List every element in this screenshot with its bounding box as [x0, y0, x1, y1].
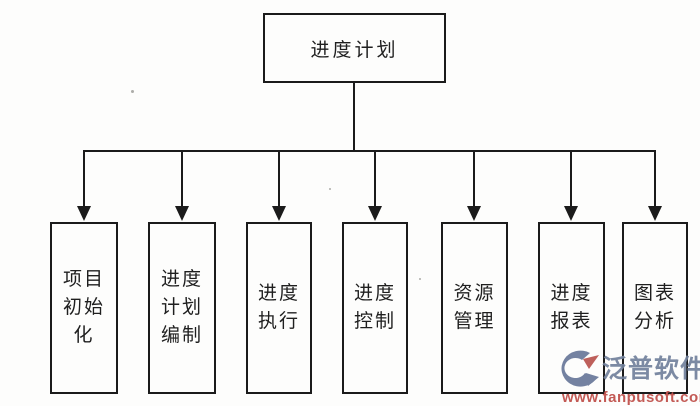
scan-speck: [419, 278, 421, 280]
node-schedule-execution: 进度 执行: [246, 222, 312, 394]
scan-speck: [131, 90, 134, 93]
node-schedule-plan: 进度计划: [263, 13, 446, 83]
node-label: 项目 初始 化: [62, 269, 105, 346]
node-label: 进度 执行: [257, 283, 300, 332]
node-label: 进度 报表: [550, 283, 593, 332]
node-schedule-report: 进度 报表: [538, 222, 605, 394]
node-chart-analysis: 图表 分析: [622, 222, 688, 394]
node-label: 进度计划: [310, 39, 399, 61]
node-plan-compilation: 进度 计划 编制: [148, 222, 216, 394]
arrowhead-icons: [77, 206, 662, 221]
node-label: 进度 计划 编制: [160, 269, 203, 346]
node-label: 进度 控制: [353, 283, 396, 332]
node-label: 资源 管理: [453, 283, 496, 332]
node-label: 图表 分析: [633, 283, 676, 332]
node-schedule-control: 进度 控制: [342, 222, 408, 394]
scan-speck: [329, 188, 331, 190]
node-project-init: 项目 初始 化: [50, 222, 118, 394]
node-resource-management: 资源 管理: [441, 222, 508, 394]
